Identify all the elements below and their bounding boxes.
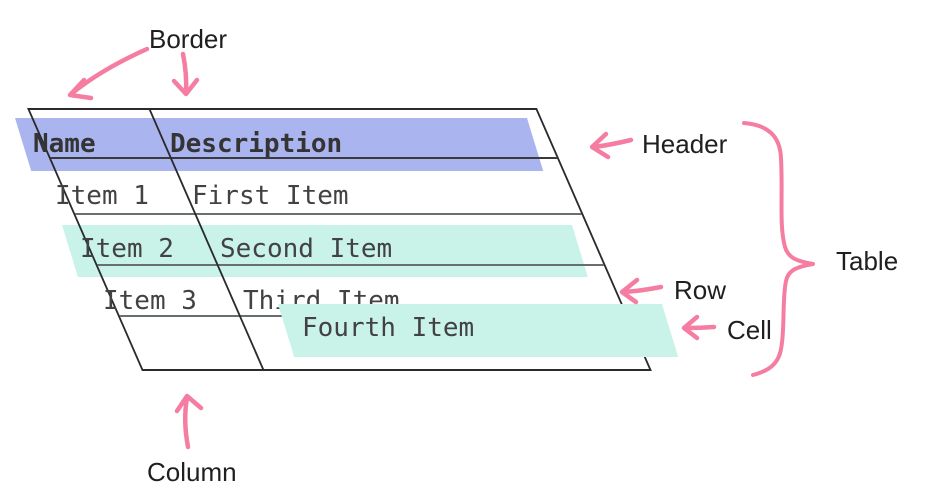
border-label: Border — [149, 24, 228, 54]
cell-arrow-icon — [681, 314, 717, 341]
header-cell-description: Description — [170, 129, 343, 159]
row-label: Row — [674, 275, 727, 305]
table-label: Table — [836, 246, 899, 276]
cell-first-item: First Item — [192, 181, 349, 211]
cell-fourth-item: Fourth Item — [302, 313, 475, 343]
column-arrow-icon — [174, 393, 204, 450]
cell-second-item: Second Item — [220, 234, 393, 264]
cell-item-3: Item 3 — [103, 286, 197, 316]
header-arrow-icon — [589, 131, 634, 160]
header-cell-name: Name — [33, 129, 96, 159]
header-label: Header — [642, 129, 728, 159]
cell-item-1: Item 1 — [55, 181, 149, 211]
border-arrow-down-icon — [171, 51, 200, 97]
border-arrow-left-icon — [67, 46, 150, 101]
row-divider-line-2 — [97, 264, 605, 266]
row-divider-line-1 — [74, 213, 582, 215]
cell-third-item: Third Item — [243, 286, 400, 316]
cell-item-2: Item 2 — [80, 234, 174, 264]
row-arrow-icon — [619, 277, 664, 305]
column-label: Column — [147, 457, 237, 487]
cell-label: Cell — [727, 315, 772, 345]
